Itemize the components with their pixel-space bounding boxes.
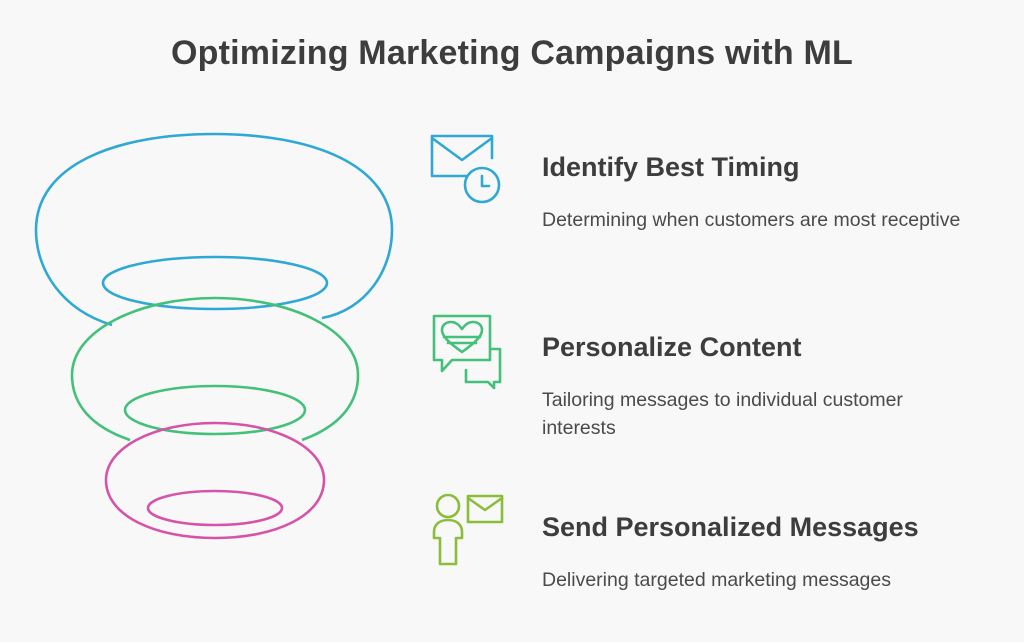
step-heading: Identify Best Timing [542, 152, 800, 182]
envelope-clock-icon [430, 134, 501, 204]
step-description: Delivering targeted marketing messages [542, 569, 892, 591]
step-send-personalized-messages: Send Personalized Messages Delivering ta… [428, 492, 998, 642]
funnel-layer-3 [104, 421, 326, 540]
step-description: Tailoring messages to individual custome… [542, 389, 903, 439]
step-heading: Personalize Content [542, 332, 802, 362]
funnel-layer-2 [70, 296, 360, 442]
heart-chat-icon [432, 314, 502, 390]
step-description: Determining when customers are most rece… [542, 209, 961, 231]
funnel-diagram [34, 132, 394, 540]
step-personalize-content: Personalize Content Tailoring messages t… [428, 312, 998, 462]
funnel-layer-1 [34, 132, 394, 327]
page-title: Optimizing Marketing Campaigns with ML [171, 34, 853, 72]
step-identify-best-timing: Identify Best Timing Determining when cu… [428, 132, 998, 282]
person-envelope-icon [432, 493, 504, 566]
step-heading: Send Personalized Messages [542, 512, 919, 542]
